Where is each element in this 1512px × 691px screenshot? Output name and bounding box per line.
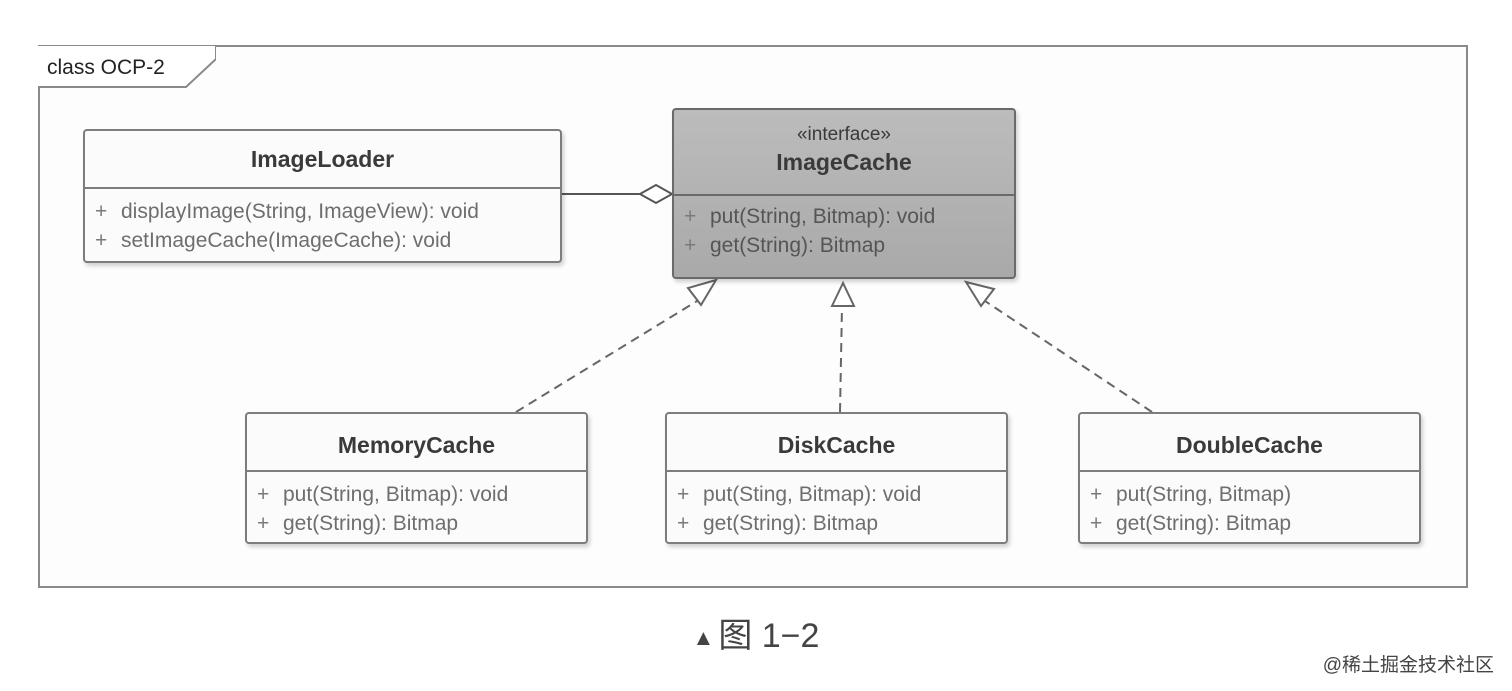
class-header: MemoryCache: [247, 414, 586, 472]
class-name: MemoryCache: [337, 432, 496, 458]
class-name: ImageLoader: [250, 146, 395, 172]
operation: + get(String): Bitmap: [247, 509, 586, 538]
operations-list: + put(Sting, Bitmap): void + get(String)…: [667, 480, 1006, 538]
visibility-marker: +: [257, 511, 270, 535]
frame-label-tab: [38, 45, 216, 88]
operation: + put(String, Bitmap): void: [247, 480, 586, 509]
visibility-marker: +: [1090, 511, 1103, 535]
class-header: ImageLoader: [85, 131, 560, 189]
stereotype-label: «interface»: [796, 124, 891, 145]
operation-signature: setImageCache(ImageCache): void: [121, 228, 452, 252]
operations-list: + put(String, Bitmap) + get(String): Bit…: [1080, 480, 1419, 538]
class-header: «interface» ImageCache: [674, 110, 1014, 196]
class-header: DoubleCache: [1080, 414, 1419, 472]
class-name: ImageCache: [776, 149, 912, 175]
operation-signature: get(String): Bitmap: [710, 233, 886, 257]
class-name: DiskCache: [777, 432, 896, 458]
operation: + get(String): Bitmap: [674, 231, 1014, 260]
operation: + put(String, Bitmap): void: [674, 202, 1014, 231]
operations-list: + displayImage(String, ImageView): void …: [85, 197, 560, 255]
operation: + put(String, Bitmap): [1080, 480, 1419, 509]
realization-line-disk: [839, 305, 843, 413]
figure-caption: ▲图 1−2: [0, 608, 1512, 657]
triangle-icon: ▲: [692, 625, 715, 651]
realization-arrowhead-memory: [686, 278, 719, 307]
operation: + get(String): Bitmap: [667, 509, 1006, 538]
visibility-marker: +: [677, 482, 690, 506]
operation-signature: get(String): Bitmap: [1116, 511, 1292, 535]
realization-arrowhead-double: [963, 280, 996, 308]
class-name: DoubleCache: [1176, 432, 1323, 458]
visibility-marker: +: [257, 482, 270, 506]
operation-signature: displayImage(String, ImageView): void: [121, 199, 479, 223]
operation-signature: put(Sting, Bitmap): void: [703, 482, 922, 506]
operation: + setImageCache(ImageCache): void: [85, 226, 560, 255]
visibility-marker: +: [95, 228, 108, 252]
visibility-marker: +: [1090, 482, 1103, 506]
aggregation-diamond: [637, 183, 675, 205]
visibility-marker: +: [684, 204, 697, 228]
operation-signature: put(String, Bitmap): void: [710, 204, 936, 228]
operations-list: + put(String, Bitmap): void + get(String…: [674, 202, 1014, 260]
realization-line-double: [981, 298, 1153, 413]
operation: + put(Sting, Bitmap): void: [667, 480, 1006, 509]
visibility-marker: +: [677, 511, 690, 535]
visibility-marker: +: [684, 233, 697, 257]
caption-text: 图 1−2: [718, 617, 820, 655]
frame-label-text: class OCP-2: [47, 56, 165, 79]
operations-list: + put(String, Bitmap): void + get(String…: [247, 480, 586, 538]
class-disk-cache: DiskCache + put(Sting, Bitmap): void + g…: [665, 412, 1008, 544]
operation-signature: get(String): Bitmap: [703, 511, 879, 535]
realization-arrowhead-disk: [830, 280, 856, 307]
watermark: @稀土掘金技术社区: [1322, 655, 1494, 676]
operation: + get(String): Bitmap: [1080, 509, 1419, 538]
operation-signature: put(String, Bitmap): void: [283, 482, 509, 506]
operation-signature: put(String, Bitmap): [1116, 482, 1292, 506]
interface-image-cache: «interface» ImageCache + put(String, Bit…: [672, 108, 1016, 279]
realization-line-memory: [515, 297, 703, 413]
class-image-loader: ImageLoader + displayImage(String, Image…: [83, 129, 562, 263]
class-double-cache: DoubleCache + put(String, Bitmap) + get(…: [1078, 412, 1421, 544]
operation-signature: get(String): Bitmap: [283, 511, 459, 535]
class-header: DiskCache: [667, 414, 1006, 472]
frame-label: class OCP-2: [38, 45, 216, 89]
operation: + displayImage(String, ImageView): void: [85, 197, 560, 226]
visibility-marker: +: [95, 199, 108, 223]
class-memory-cache: MemoryCache + put(String, Bitmap): void …: [245, 412, 588, 544]
